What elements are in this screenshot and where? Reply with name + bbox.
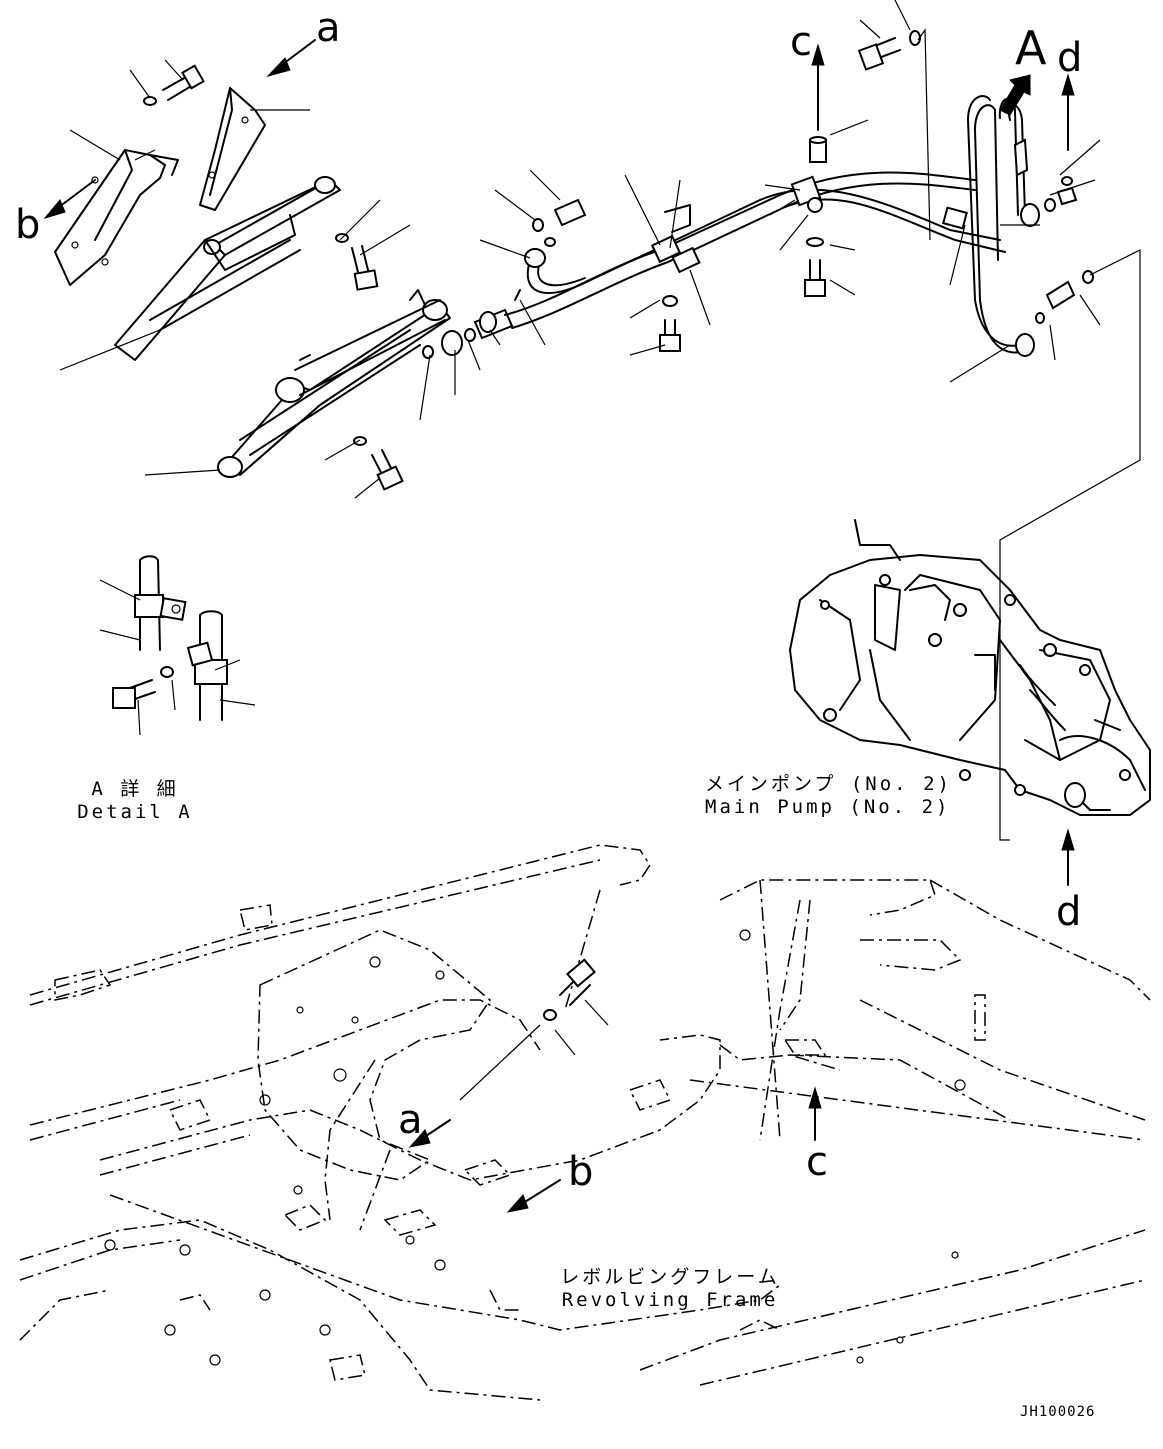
callout-letter-a-frame: a (398, 1097, 423, 1143)
callout-arrow-c-top (811, 43, 825, 131)
callout-arrow-a-frame (408, 1119, 451, 1148)
revolving-frame-label-en: Revolving Frame (561, 1289, 779, 1311)
bolt-cooler-right (335, 233, 379, 291)
callout-letter-b-top: b (15, 202, 41, 248)
revolving-frame-caption: レボルビングフレーム Revolving Frame (560, 1268, 780, 1310)
main-pump-drawing (789, 519, 1151, 816)
view-arrow-A (999, 74, 1031, 116)
bolt-lower-centre (659, 295, 681, 352)
callout-arrow-b-frame (506, 1179, 561, 1213)
callout-letter-a-top: a (316, 5, 341, 51)
callout-letter-b-frame: b (568, 1149, 594, 1195)
detail-a-caption: A 詳 細 Detail A (70, 780, 200, 822)
callout-letter-d-top: d (1057, 35, 1083, 81)
callout-arrow-b (43, 179, 96, 219)
bolt-top-left (143, 64, 205, 106)
main-pump-label-jp: メインポンプ (No. 2) (705, 773, 952, 795)
bracket-b (54, 149, 179, 286)
callout-arrow-a (266, 39, 316, 77)
fittings-hose-end (532, 198, 587, 247)
callout-arrow-d-top (1061, 73, 1075, 151)
bolt-top-centre (857, 30, 921, 71)
detail-a-title-en: Detail A (77, 801, 193, 823)
pump-hoses (967, 95, 1040, 357)
bolt-frame (459, 958, 609, 1101)
callout-letter-c-frame: c (806, 1139, 828, 1185)
revolving-frame-label-jp: レボルビングフレーム (560, 1266, 780, 1288)
cooler-hoses (504, 171, 1006, 329)
drawing-code: JH100026 (1020, 1404, 1096, 1420)
callout-letter-c-top: c (790, 19, 812, 65)
detail-a-drawing (99, 555, 256, 736)
fittings-cooler-outlet (422, 308, 514, 359)
callout-arrow-c-frame (808, 1086, 822, 1141)
fittings-right (1035, 176, 1094, 324)
view-letter-A: A (1015, 21, 1047, 75)
bolt-cooler-bottom (353, 436, 404, 491)
bracket-a (199, 87, 266, 211)
revolving-frame-drawing (19, 844, 1151, 1401)
oil-cooler (217, 289, 451, 478)
pump-reference-lines (917, 28, 1141, 841)
callout-arrow-d-pump (1061, 828, 1075, 886)
cooler-frame (114, 176, 341, 361)
main-pump-label-en: Main Pump (No. 2) (705, 796, 951, 818)
bolt-c-bottom (804, 237, 826, 297)
detail-a-title-jp: A 詳 細 (91, 778, 179, 800)
callout-letter-d-pump: d (1056, 889, 1082, 935)
leader-lines-top (59, 0, 1101, 499)
main-pump-caption: メインポンプ (No. 2) Main Pump (No. 2) (705, 773, 952, 818)
spacer-c (809, 136, 827, 163)
